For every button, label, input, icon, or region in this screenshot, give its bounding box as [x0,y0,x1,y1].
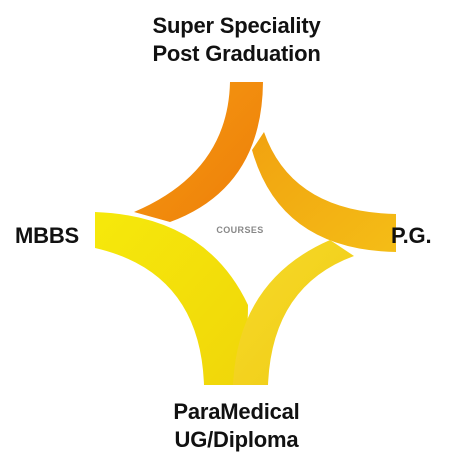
segment-paramedical [233,240,354,385]
label-top-line-2: Post Graduation [152,41,321,66]
label-mbbs: MBBS [15,223,79,248]
label-paramedical-ug-diploma: ParaMedical UG/Diploma [0,398,473,454]
label-bottom-line-1: ParaMedical [173,399,300,424]
label-bottom-line-2: UG/Diploma [174,427,299,452]
segment-pg [252,132,396,252]
segment-super-speciality [134,82,263,222]
label-super-speciality-post-graduation: Super Speciality Post Graduation [0,12,473,68]
segment-mbbs [95,212,248,385]
label-top-line-1: Super Speciality [152,13,321,38]
label-pg: P.G. [391,223,432,248]
label-courses: COURSES [216,225,264,235]
